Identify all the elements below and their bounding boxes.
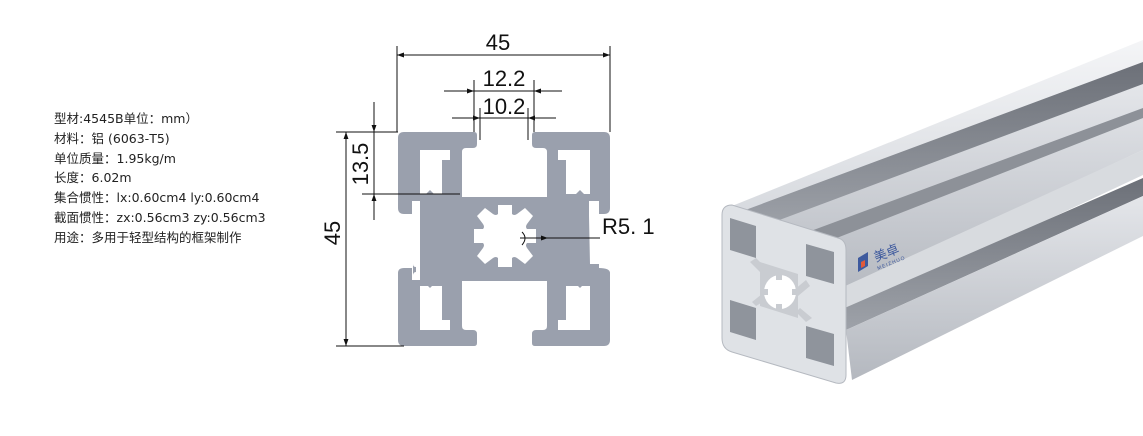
dim-slot-depth: 13.5: [348, 143, 373, 186]
spec-value: 铝 (6063-T5): [91, 130, 170, 146]
spec-value: 4545B单位：mm）: [83, 111, 198, 126]
spec-row-mass: 单位质量：1.95kg/m: [54, 149, 266, 169]
spec-label: 材料：: [54, 130, 92, 146]
spec-label: 用途：: [54, 229, 92, 245]
spec-value: 1.95kg/m: [116, 150, 176, 166]
spec-row-usage: 用途：多用于轻型结构的框架制作: [54, 228, 266, 248]
spec-value: zx:0.56cm3 zy:0.56cm3: [116, 209, 266, 225]
spec-row-section-modulus: 截面惯性：zx:0.56cm3 zy:0.56cm3: [54, 208, 266, 228]
dim-radius: R5. 1: [602, 214, 655, 239]
dim-slot-outer: 12.2: [483, 66, 526, 91]
profile-shape: [398, 132, 610, 346]
spec-value: 多用于轻型结构的框架制作: [91, 229, 242, 245]
spec-value: 6.02m: [91, 170, 132, 186]
spec-list: 型材:4545B单位：mm） 材料：铝 (6063-T5) 单位质量：1.95k…: [54, 109, 266, 248]
dim-overall-width: 45: [486, 30, 510, 55]
spec-row-material: 材料：铝 (6063-T5): [54, 129, 266, 149]
profile-product-render: 美卓 MEIZHUO: [721, 40, 1143, 384]
spec-row-length: 长度：6.02m: [54, 168, 266, 188]
brand-emblem-icon: [858, 252, 868, 272]
dim-slot-inner: 10.2: [483, 94, 526, 119]
dim-overall-height: 45: [320, 221, 345, 245]
profile-cross-section-drawing: 45 12.2 10.2 13.5 45 R5. 1: [320, 30, 655, 347]
spec-value: lx:0.60cm4 ly:0.60cm4: [116, 190, 260, 206]
spec-label: 集合惯性：: [54, 190, 117, 206]
spec-label: 长度：: [54, 170, 92, 186]
spec-row-profile: 型材:4545B单位：mm）: [54, 109, 266, 129]
dimension-lines: [336, 46, 611, 347]
spec-label: 截面惯性：: [54, 209, 117, 225]
profile-end-face: [721, 204, 847, 384]
profile-body: [722, 40, 1143, 380]
spec-label: 型材:: [54, 111, 84, 126]
spec-row-inertia: 集合惯性：lx:0.60cm4 ly:0.60cm4: [54, 188, 266, 208]
spec-label: 单位质量：: [54, 150, 117, 166]
